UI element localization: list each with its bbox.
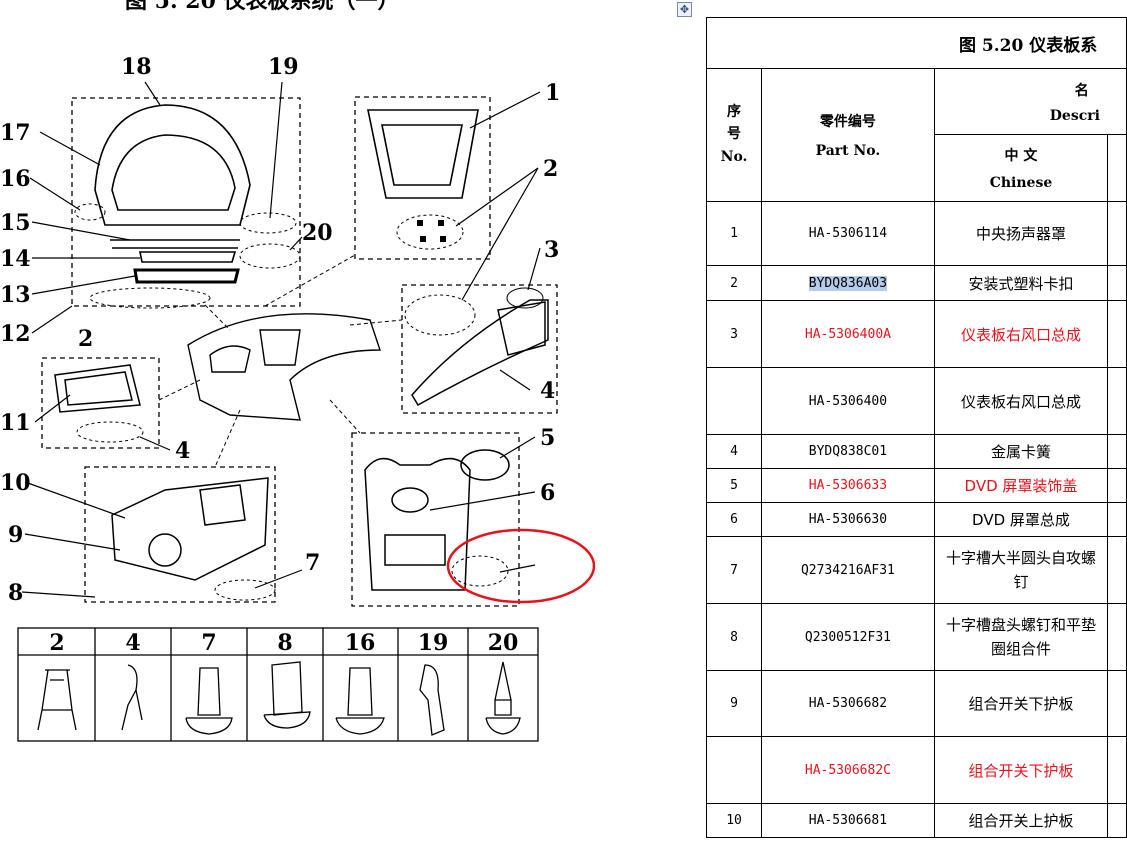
row-9-part: HA-5306682 — [761, 670, 935, 737]
callout-1: 1 — [545, 80, 560, 106]
callout-3: 3 — [544, 237, 559, 263]
row-3-part: HA-5306400A — [761, 300, 935, 368]
row-10-name: 组合开关上护板 — [933, 803, 1109, 838]
row-8-no: 8 — [705, 603, 763, 671]
callout-2: 2 — [543, 156, 558, 182]
callout-20: 20 — [302, 220, 333, 246]
screw-7-sketch — [185, 667, 233, 735]
row-6-name: DVD 屏罩总成 — [933, 502, 1109, 537]
spring-clip-4-sketch — [121, 664, 143, 731]
callout-19: 19 — [268, 54, 299, 80]
row-9b-part: HA-5306682C — [761, 736, 935, 804]
callout-16: 16 — [0, 166, 31, 192]
legend-num-16: 16 — [345, 630, 376, 656]
legend-num-8: 8 — [277, 630, 292, 656]
legend-num-19: 19 — [418, 630, 449, 656]
clip-20-sketch — [485, 661, 521, 735]
row-6-part: HA-5306630 — [761, 502, 935, 537]
callout-7: 7 — [305, 550, 320, 576]
table-title: 图 5.20 仪表板系 — [706, 17, 1127, 69]
row-3-name: 仪表板右风口总成 — [933, 300, 1109, 368]
row-4-name: 金属卡簧 — [933, 434, 1109, 469]
row-3b-name: 仪表板右风口总成 — [933, 367, 1109, 435]
row-4-part: BYDQ838C01 — [761, 434, 935, 469]
parts-diagram: 图 5. 20 仪表板系统（一） — [0, 0, 596, 742]
callout-9: 9 — [8, 522, 23, 548]
legend-num-7: 7 — [201, 630, 216, 656]
callout-6: 6 — [540, 480, 555, 506]
parts-table: 图 5.20 仪表板系 序号 No. 零件编号 Part No. 名 Descr… — [705, 17, 1127, 838]
selected-part-number[interactable]: BYDQ836A03 — [808, 275, 888, 291]
row-3b-no — [705, 367, 763, 435]
callout-18: 18 — [121, 54, 152, 80]
row-8-part: Q2300512F31 — [761, 603, 935, 671]
callout-12: 12 — [0, 321, 31, 347]
callout-8: 8 — [8, 580, 23, 606]
row-9-name: 组合开关下护板 — [933, 670, 1109, 737]
row-9b-name: 组合开关下护板 — [933, 736, 1109, 804]
clip-16-sketch — [335, 667, 385, 735]
callout-13: 13 — [0, 282, 31, 308]
callout-4b: 4 — [175, 438, 190, 464]
row-7-name: 十字槽大半圆头自攻螺钉 — [933, 536, 1109, 604]
legend-num-20: 20 — [488, 630, 519, 656]
legend-num-4: 4 — [125, 630, 140, 656]
clip-19-sketch — [419, 664, 445, 736]
row-5-name: DVD 屏罩装饰盖 — [933, 468, 1109, 503]
diagram-heading: 图 5. 20 仪表板系统（一） — [125, 0, 400, 14]
row-1-part: HA-5306114 — [761, 201, 935, 266]
callout-5: 5 — [540, 425, 555, 451]
callout-11: 11 — [0, 410, 31, 436]
row-2-part[interactable]: BYDQ836A03 — [761, 265, 935, 301]
row-9-no: 9 — [705, 670, 763, 737]
row-1-name: 中央扬声器罩 — [933, 201, 1109, 266]
screw-8-sketch — [263, 661, 311, 729]
header-part-no: 零件编号 Part No. — [761, 68, 935, 202]
row-6-no: 6 — [705, 502, 763, 537]
callout-10: 10 — [0, 470, 31, 496]
row-3-no: 3 — [705, 300, 763, 368]
row-7-no: 7 — [705, 536, 763, 604]
callout-4: 4 — [540, 378, 555, 404]
table-move-handle-icon[interactable]: ✥ — [677, 2, 692, 17]
row-5-no: 5 — [705, 468, 763, 503]
highlight-circle — [446, 528, 596, 604]
row-4-no: 4 — [705, 434, 763, 469]
row-10-no: 10 — [705, 803, 763, 838]
row-3b-part: HA-5306400 — [761, 367, 935, 435]
row-8-name: 十字槽盘头螺钉和平垫圈组合件 — [933, 603, 1109, 671]
callout-15: 15 — [0, 210, 31, 236]
header-seq: 序号 No. — [705, 68, 763, 202]
callout-17: 17 — [0, 120, 31, 146]
callout-2b: 2 — [78, 326, 93, 352]
legend-num-2: 2 — [49, 630, 64, 656]
row-2-name: 安装式塑料卡扣 — [933, 265, 1109, 301]
callout-14: 14 — [0, 246, 31, 272]
row-5-part: HA-5306633 — [761, 468, 935, 503]
row-10-part: HA-5306681 — [761, 803, 935, 838]
row-9b-no — [705, 736, 763, 804]
header-chinese: 中 文 Chinese — [933, 134, 1109, 202]
row-2-no: 2 — [705, 265, 763, 301]
row-7-part: Q2734216AF31 — [761, 536, 935, 604]
header-description: 名 Descri — [933, 68, 1127, 135]
row-1-no: 1 — [705, 201, 763, 266]
clip-2-sketch — [37, 669, 77, 731]
